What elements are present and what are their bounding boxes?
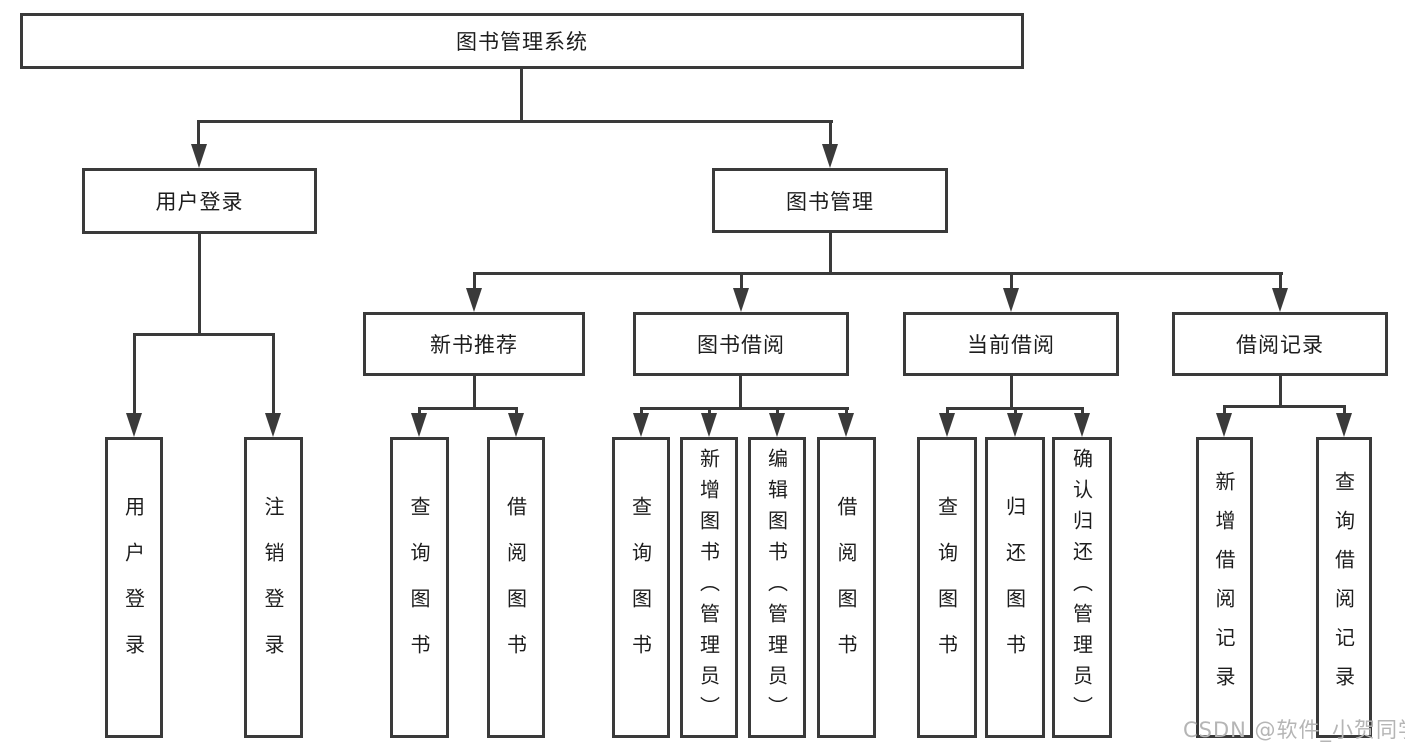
arrow-to-cur-query xyxy=(939,413,955,437)
csdn-watermark: CSDN @软件_小贺同学 xyxy=(1183,718,1405,742)
connector-login-stem xyxy=(198,234,201,335)
connector-drop-bor-edit xyxy=(776,407,779,416)
arrow-to-current xyxy=(1003,288,1019,312)
connector-login-split xyxy=(133,333,275,336)
node-book-borrow: 图书借阅 xyxy=(633,312,849,376)
connector-drop-bor-query xyxy=(640,407,643,416)
leaf-query-borrow-record: 查询借阅记录 xyxy=(1316,437,1372,738)
connector-drop-records xyxy=(1279,272,1282,290)
leaf-borrow-borrow-books: 借阅图书 xyxy=(817,437,876,738)
node-book-management: 图书管理 xyxy=(712,168,948,233)
leaf-add-borrow-record: 新增借阅记录 xyxy=(1196,437,1253,738)
connector-drop-user-login xyxy=(197,120,200,146)
leaf-confirm-return-admin: 确认归还（管理员） xyxy=(1052,437,1112,738)
arrow-to-leaf-login xyxy=(126,413,142,437)
arrow-to-rec-add-record xyxy=(1216,413,1232,437)
arrow-to-bor-edit xyxy=(769,413,785,437)
connector-root-stem xyxy=(520,68,523,122)
arrow-to-borrow xyxy=(733,288,749,312)
connector-recommend-split xyxy=(418,407,518,410)
connector-drop-rec-borrow xyxy=(515,407,518,416)
arrow-to-bor-query xyxy=(633,413,649,437)
connector-records-split xyxy=(1223,405,1346,408)
connector-drop-leaf-login xyxy=(133,333,136,415)
connector-records-stem xyxy=(1279,375,1282,407)
node-borrow-records: 借阅记录 xyxy=(1172,312,1388,376)
connector-borrow-split xyxy=(640,407,849,410)
leaf-current-query-books: 查询图书 xyxy=(917,437,977,738)
arrow-to-cur-confirm xyxy=(1074,413,1090,437)
arrow-to-rec-query xyxy=(411,413,427,437)
arrow-to-recommend xyxy=(466,288,482,312)
connector-drop-rec-query-record xyxy=(1343,405,1346,416)
connector-current-stem xyxy=(1010,375,1013,409)
connector-root-split xyxy=(197,120,833,123)
leaf-add-book-admin: 新增图书（管理员） xyxy=(680,437,738,738)
node-user-login: 用户登录 xyxy=(82,168,317,234)
arrow-to-user-login xyxy=(191,144,207,168)
arrow-to-leaf-logout xyxy=(265,413,281,437)
node-current-borrow: 当前借阅 xyxy=(903,312,1119,376)
arrow-to-rec-borrow xyxy=(508,413,524,437)
connector-recommend-stem xyxy=(473,375,476,409)
leaf-borrow-query-books: 查询图书 xyxy=(612,437,670,738)
connector-drop-bor-add xyxy=(708,407,711,416)
arrow-to-book-mgmt xyxy=(822,144,838,168)
arrow-to-bor-borrow xyxy=(838,413,854,437)
arrow-to-cur-return xyxy=(1007,413,1023,437)
leaf-recommend-borrow-books: 借阅图书 xyxy=(487,437,545,738)
arrow-to-rec-query-record xyxy=(1336,413,1352,437)
connector-drop-leaf-logout xyxy=(272,333,275,415)
leaf-logout: 注销登录 xyxy=(244,437,303,738)
connector-drop-recommend xyxy=(473,272,476,290)
connector-borrow-stem xyxy=(739,375,742,409)
connector-drop-rec-add-record xyxy=(1223,405,1226,416)
connector-drop-current xyxy=(1010,272,1013,290)
node-root: 图书管理系统 xyxy=(20,13,1024,69)
leaf-recommend-query-books: 查询图书 xyxy=(390,437,449,738)
connector-mgmt-stem xyxy=(829,232,832,274)
connector-drop-book-mgmt xyxy=(829,120,832,146)
leaf-user-login: 用户登录 xyxy=(105,437,163,738)
arrow-to-bor-add xyxy=(701,413,717,437)
leaf-edit-book-admin: 编辑图书（管理员） xyxy=(748,437,806,738)
node-new-book-recommend: 新书推荐 xyxy=(363,312,585,376)
connector-drop-bor-borrow xyxy=(845,407,848,416)
connector-drop-cur-query xyxy=(946,407,949,416)
connector-drop-rec-query xyxy=(418,407,421,416)
connector-drop-cur-confirm xyxy=(1081,407,1084,416)
arrow-to-records xyxy=(1272,288,1288,312)
connector-mgmt-split xyxy=(473,272,1283,275)
connector-drop-borrow xyxy=(740,272,743,290)
leaf-return-book: 归还图书 xyxy=(985,437,1045,738)
connector-drop-cur-return xyxy=(1014,407,1017,416)
